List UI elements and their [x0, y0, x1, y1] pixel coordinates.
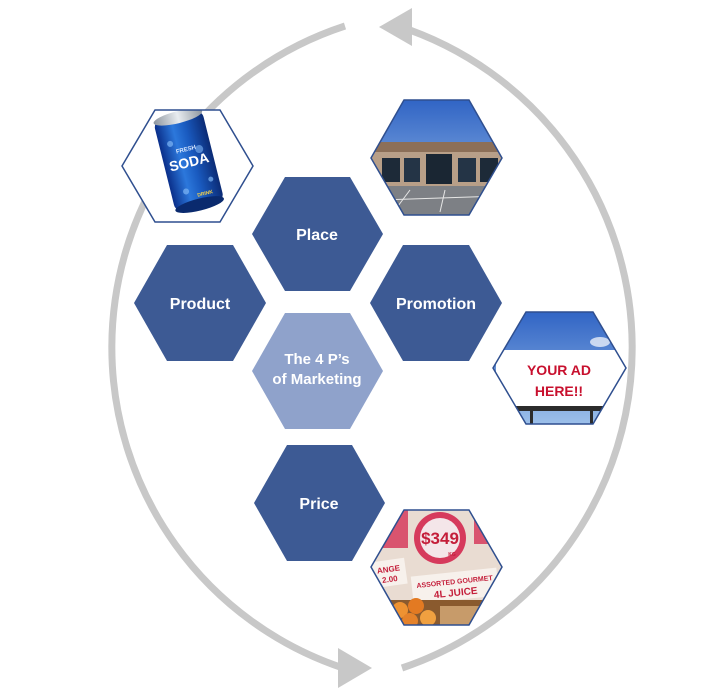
- storefront-image: [370, 99, 503, 216]
- promotion-label: Promotion: [396, 296, 476, 313]
- billboard-line2: HERE!!: [535, 383, 583, 399]
- billboard-line1: YOUR AD: [527, 362, 591, 378]
- cycle-arc-right: [396, 22, 636, 672]
- place-label: Place: [296, 227, 338, 244]
- hex-product: Product: [134, 245, 266, 361]
- price-big-sign: $349: [421, 529, 459, 548]
- cycle-arc-left: [108, 22, 347, 672]
- hex-place: Place: [252, 177, 383, 291]
- hex-center: The 4 P’s of Marketing: [252, 313, 383, 429]
- price-label-left2: 2.00: [382, 574, 399, 585]
- center-label-line2: of Marketing: [272, 371, 361, 388]
- billboard-image: YOUR AD HERE!!: [492, 311, 627, 425]
- soda-top-lettering: FRESH: [176, 145, 197, 156]
- product-label: Product: [170, 296, 231, 313]
- price-label-left: ANGE: [376, 563, 401, 575]
- soda-bottom-lettering: DRINK: [197, 189, 214, 199]
- hex-price: Price: [254, 445, 385, 561]
- cycle-arrows: [108, 8, 636, 688]
- center-label-line1: The 4 P’s: [284, 351, 349, 368]
- price-label: Price: [299, 496, 338, 513]
- soda-can-image: FRESH SODA DRINK: [121, 109, 254, 223]
- arrowhead-top-icon: [379, 8, 412, 46]
- hex-promotion: Promotion: [370, 245, 502, 361]
- price-signs-image: $349 KG ANGE 2.00 ASSORTED GOURMET 4L JU…: [370, 509, 503, 626]
- price-label-main2: 4L JUICE: [433, 586, 478, 602]
- price-sign-unit: KG: [448, 552, 456, 558]
- arrowhead-bottom-icon: [338, 648, 372, 688]
